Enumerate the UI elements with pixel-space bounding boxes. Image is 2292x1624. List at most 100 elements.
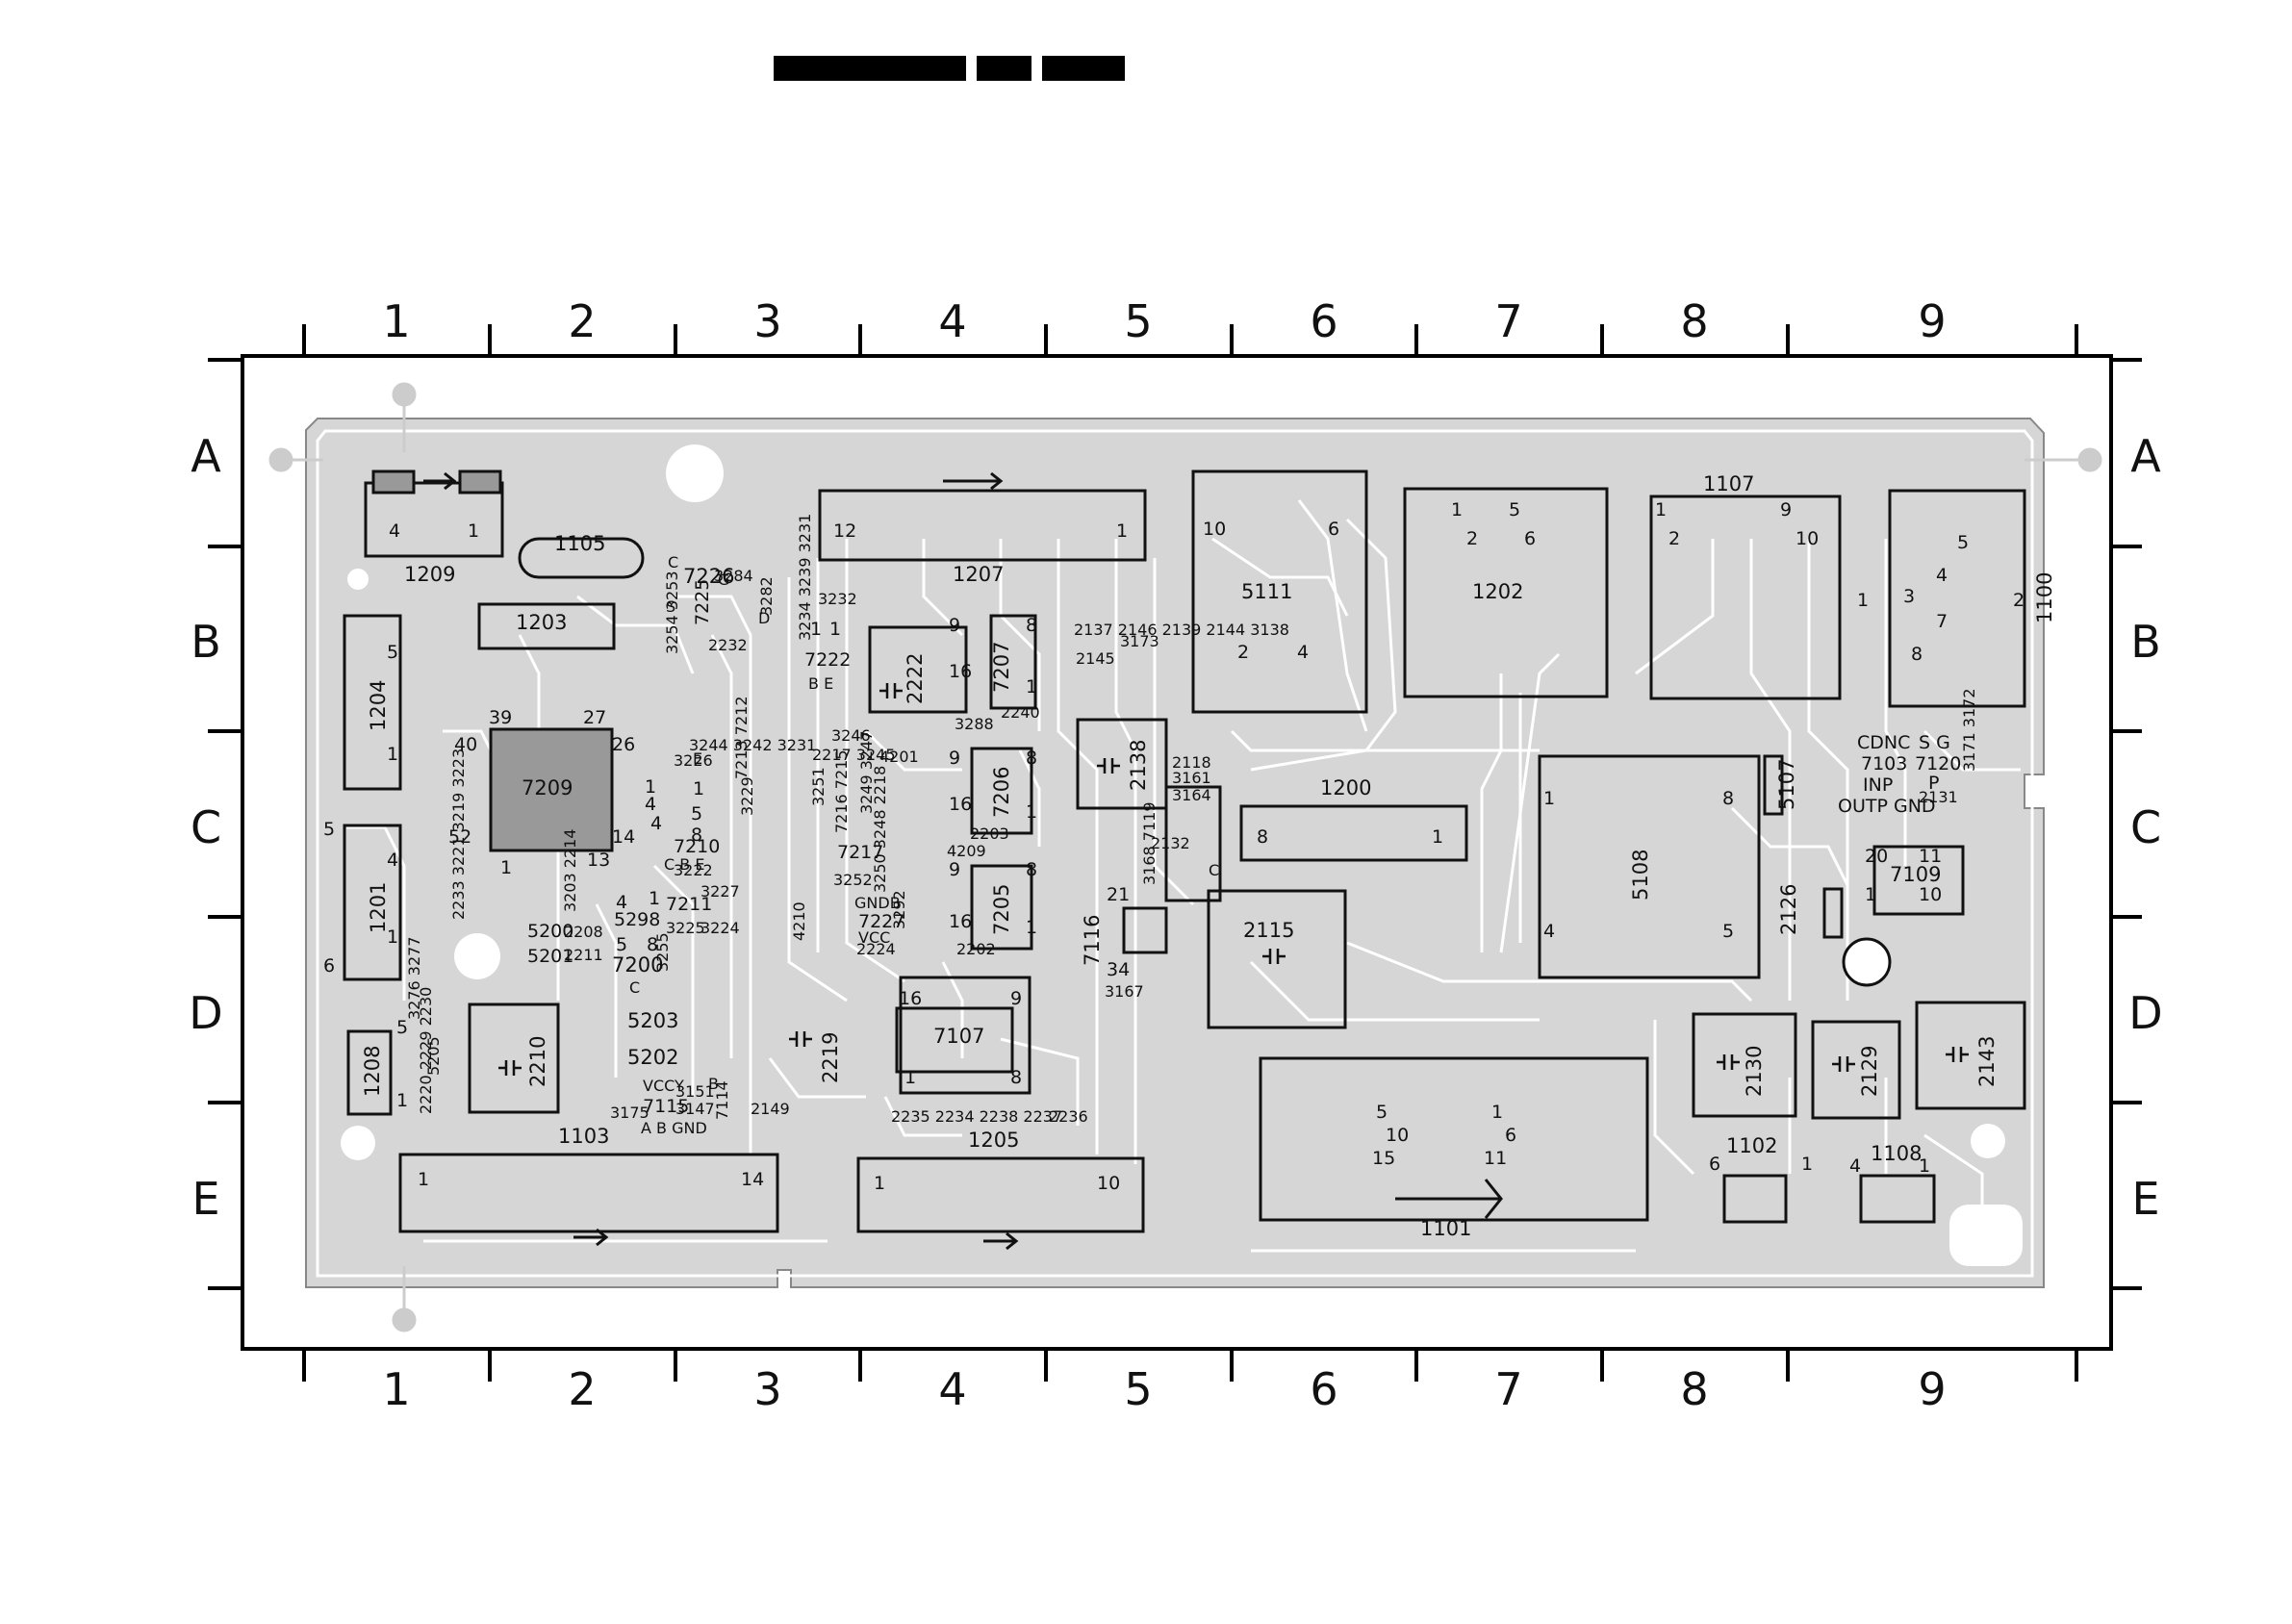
pin-number: 8	[1026, 615, 1037, 636]
comp-label-3173: 3173	[1120, 632, 1159, 650]
pin-number: 6	[1524, 528, 1536, 549]
comp-label-2222: 2222	[904, 653, 927, 704]
col-label: 2	[568, 295, 596, 347]
pin-number: 16	[949, 911, 972, 932]
comp-label-7103: 7103	[1861, 753, 1907, 774]
pin-number: 9	[949, 615, 960, 636]
pin-number: 2	[2013, 590, 2025, 611]
pin-number: 6	[323, 955, 335, 977]
comp-label-3288: 3288	[955, 715, 994, 733]
comp-label-7211: 7211	[666, 894, 712, 915]
pin-number: 6	[1709, 1154, 1720, 1175]
pin-number: 21	[1107, 884, 1130, 905]
pin-number: 5	[691, 803, 702, 825]
comp-label-3161: 3161	[1172, 769, 1211, 787]
component-labels: 1209 1105 1203 1204 1201 7209 1208 2210 …	[361, 472, 2056, 1240]
pin-number: 1	[1543, 788, 1555, 809]
comp-label-2202: 2202	[956, 940, 996, 958]
comp-label-3227: 3227	[700, 882, 740, 901]
col-label: 7	[1494, 1363, 1522, 1415]
col-label: 4	[938, 1363, 966, 1415]
pin-number: 20	[1865, 846, 1888, 867]
pin-number: 14	[612, 826, 635, 848]
comp-label-3151: 3151	[675, 1082, 715, 1101]
label-cdnc: CDNC	[1857, 732, 1910, 753]
comp-label-1207: 1207	[953, 563, 1004, 586]
pin-number: 10	[1203, 519, 1226, 540]
comp-label-1107: 1107	[1703, 472, 1754, 495]
label-refs-3251: 3251	[809, 767, 828, 806]
pin-number: 4	[387, 850, 398, 871]
misc-labels: CDNC S G INP P OUTP GND GNDB VCC VCCY A …	[405, 514, 1978, 1137]
comp-label-1103: 1103	[558, 1125, 609, 1148]
label-refs-3168: 3168 7119	[1140, 801, 1159, 885]
pin-number: 1	[387, 926, 398, 948]
pin-number: 8	[1911, 644, 1923, 665]
label-c1: C	[668, 553, 678, 571]
comp-label-4210: 4210	[790, 901, 808, 941]
label-inp: INP	[1863, 774, 1893, 796]
header-bar-1	[774, 56, 966, 81]
row-label: A	[191, 430, 221, 482]
comp-label-1102: 1102	[1726, 1134, 1777, 1157]
comp-label-3175: 3175	[610, 1104, 649, 1122]
comp-label-7205: 7205	[990, 884, 1013, 935]
comp-label-4201: 4201	[879, 748, 919, 766]
row-label: C	[2130, 801, 2161, 853]
comp-label-3252: 3252	[833, 871, 873, 889]
pin-number: 1	[1655, 499, 1667, 520]
comp-label-2145: 2145	[1076, 649, 1115, 668]
pin-number: 16	[899, 988, 922, 1009]
comp-label-7209: 7209	[522, 776, 573, 799]
col-label: 7	[1494, 295, 1522, 347]
pin-number: 9	[1780, 499, 1792, 520]
pin-number: 8	[691, 825, 702, 846]
pin-number: 5	[1957, 532, 1969, 553]
pin-number: 13	[587, 850, 610, 871]
comp-label-5298: 5298	[614, 909, 660, 930]
label-e: E	[693, 749, 702, 768]
pin-number: 5	[396, 1017, 408, 1038]
comp-label-1203: 1203	[516, 611, 567, 634]
pin-number: 34	[1107, 959, 1130, 980]
comp-label-1209: 1209	[404, 563, 455, 586]
row-label: D	[189, 987, 222, 1039]
pin-number: 1	[468, 520, 479, 542]
comp-label-2118: 2118	[1172, 753, 1211, 772]
label-s: S	[666, 597, 675, 616]
pin-number: 16	[949, 794, 972, 815]
comp-label-5200: 5200	[527, 921, 573, 942]
col-label: 8	[1680, 1363, 1708, 1415]
pin-number: 5	[323, 819, 335, 840]
col-label: 2	[568, 1363, 596, 1415]
col-label: 3	[753, 295, 781, 347]
row-label: D	[2128, 987, 2162, 1039]
label-refs-5205: 5205	[424, 1036, 443, 1076]
col-label: 5	[1124, 1363, 1152, 1415]
comp-label-2138: 2138	[1127, 740, 1150, 791]
grid-row-labels-left: A B C D E	[189, 430, 222, 1225]
grid-ticks	[208, 324, 2142, 1382]
label-refs-3171: 3171 3172	[1960, 688, 1978, 772]
comp-label-7206: 7206	[990, 767, 1013, 818]
pin-number: 1	[1026, 676, 1037, 698]
comp-label-2210: 2210	[526, 1036, 549, 1087]
comp-label-3226: 3226	[674, 751, 713, 770]
comp-label-1201: 1201	[367, 882, 390, 933]
label-refs-2235: 2235 2234 2238 2237	[891, 1107, 1062, 1126]
pin-number: 14	[741, 1169, 764, 1190]
comp-label-3224: 3224	[700, 919, 740, 937]
comp-label-2129: 2129	[1858, 1046, 1881, 1097]
pin-number: 1	[810, 619, 822, 640]
col-label: 5	[1124, 295, 1152, 347]
comp-label-2115: 2115	[1243, 919, 1294, 942]
comp-label-4209: 4209	[947, 842, 986, 860]
pin-number: 5	[1376, 1102, 1388, 1123]
pin-number: 2	[1466, 528, 1478, 549]
pin-number: 1	[396, 1090, 408, 1111]
comp-label-1208: 1208	[361, 1046, 384, 1097]
comp-label-5108: 5108	[1629, 850, 1652, 901]
comp-label-3147: 3147	[675, 1100, 715, 1118]
label-refs-3255: 3255	[653, 932, 672, 972]
